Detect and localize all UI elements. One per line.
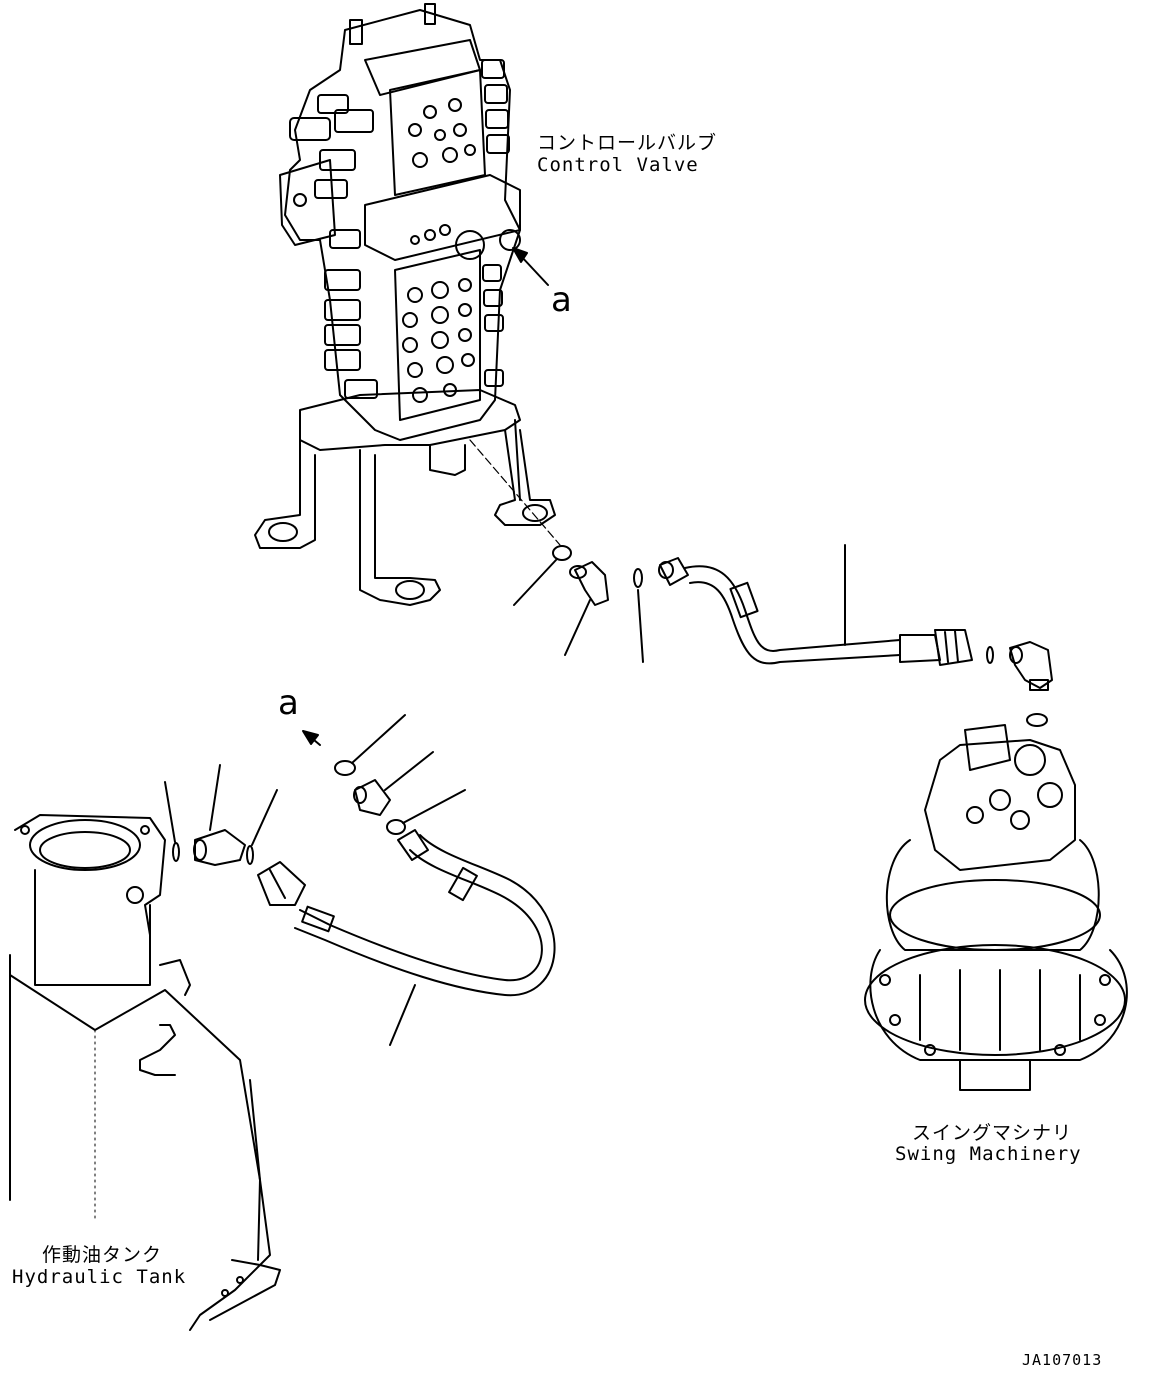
hydraulic-tank-drawing — [9, 814, 281, 1331]
swing-machinery-label-en: Swing Machinery — [895, 1143, 1082, 1165]
ref-a-label-top: a — [551, 280, 572, 320]
control-valve-label-jp: コントロールバルブ — [537, 132, 718, 154]
drawing-code: JA107013 — [1022, 1351, 1103, 1369]
ref-a-label-bottom: a — [278, 683, 299, 723]
upper-hose-assembly-drawing — [513, 544, 1053, 727]
swing-machinery-label-jp: スイングマシナリ — [912, 1122, 1073, 1144]
hydraulic-tank-label-en: Hydraulic Tank — [12, 1266, 187, 1288]
control-valve-label-en: Control Valve — [537, 154, 699, 176]
swing-machinery-drawing — [864, 724, 1128, 1091]
control-valve-drawing — [279, 3, 521, 441]
hydraulic-tank-label-jp: 作動油タンク — [42, 1244, 163, 1266]
lower-hose-assembly-drawing — [164, 714, 556, 1046]
valve-bracket-drawing — [254, 389, 556, 606]
ref-a-arrow-top — [519, 254, 549, 286]
